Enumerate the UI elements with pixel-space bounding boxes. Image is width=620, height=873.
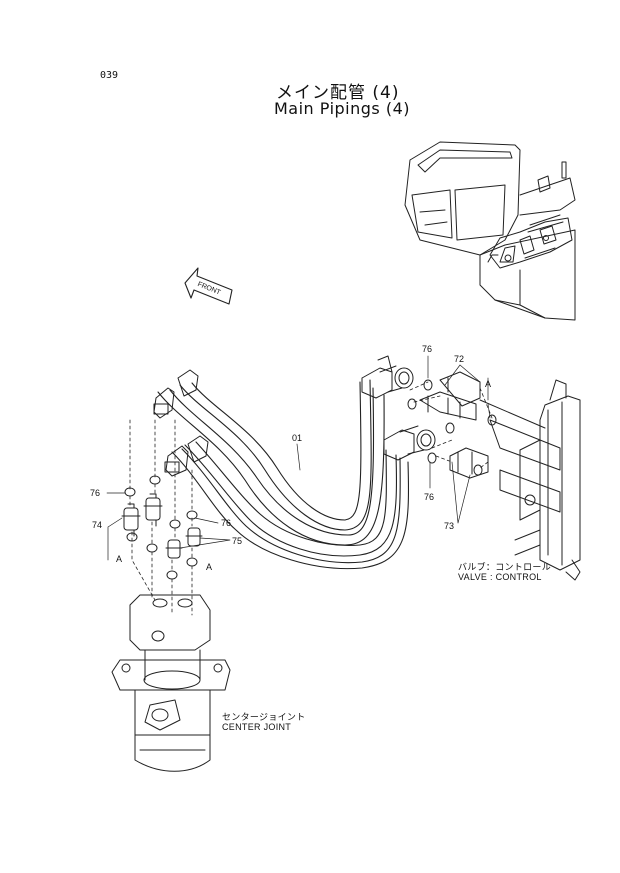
hose-bundle [157,379,410,570]
right-hose-fittings [361,355,436,461]
callout-hose: 01 [292,433,303,443]
callout-fitting-75: 75 [232,536,243,546]
ref-a-right: A [485,379,492,389]
callout-fitting-73: 73 [444,521,455,531]
title-japanese: メイン配管 (4) [276,83,400,103]
adapter-fittings [121,493,203,559]
fitting-73 [449,447,489,479]
title-english: Main Pipings (4) [274,99,411,118]
callout-leaders [106,355,491,561]
connection-leaders [129,381,493,616]
joint-caption-en: CENTER JOINT [222,722,292,732]
left-hose-fittings [153,369,209,477]
page-number: 039 [100,70,119,81]
callout-fitting-72: 72 [454,354,465,364]
o-rings-left [124,475,198,580]
ref-a-mid: A [206,562,213,572]
valve-caption-en: VALVE : CONTROL [458,572,542,582]
callout-o-ring-left: 76 [90,488,101,498]
callout-o-ring-mid: 76 [221,518,232,528]
valve-caption-jp: バルブ：コントロール [458,562,552,572]
front-arrow-icon [184,267,233,305]
fitting-72 [419,371,481,421]
callout-o-ring-top: 76 [422,344,433,354]
callout-o-ring-right: 76 [424,492,435,502]
ref-a-left: A [116,554,123,564]
callout-fitting-74: 74 [92,520,103,530]
center-joint-icon [111,594,231,772]
control-valve-icon [479,379,581,581]
excavator-overview-icon [404,141,576,321]
joint-caption-jp: センタージョイント [222,712,306,722]
